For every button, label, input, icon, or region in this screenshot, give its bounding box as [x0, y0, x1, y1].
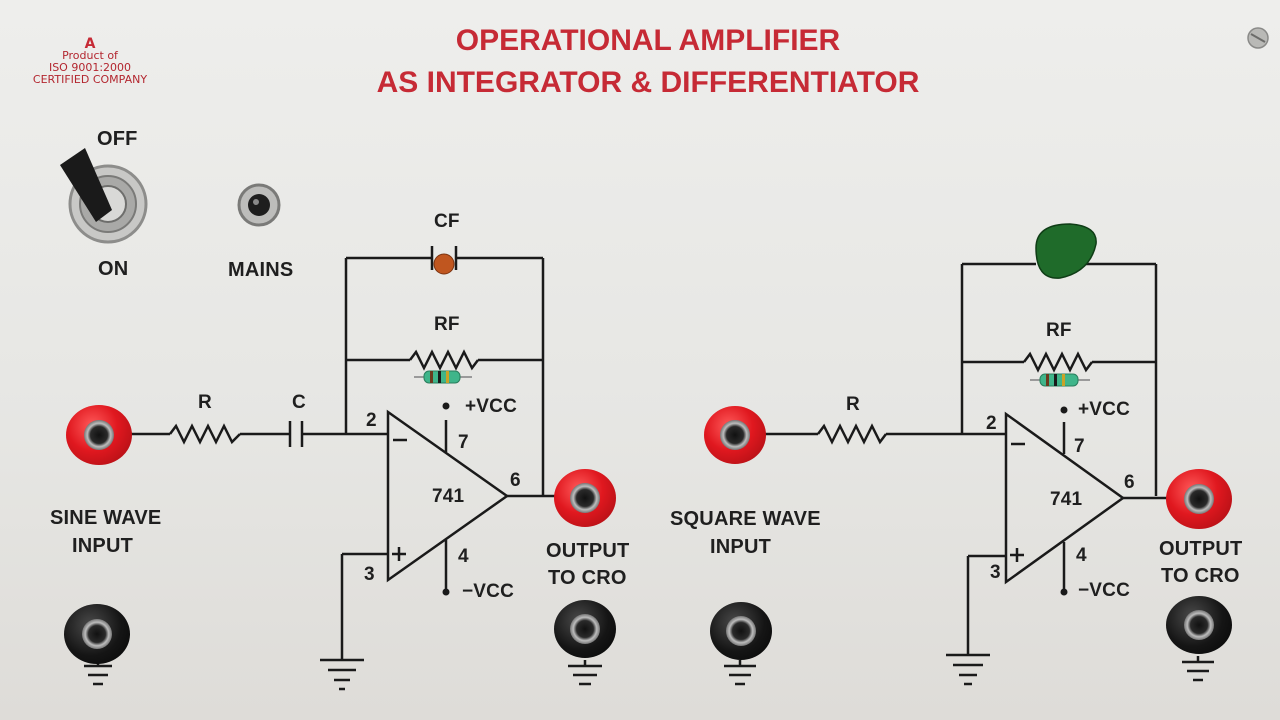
square-wave-input-jack[interactable]	[704, 406, 766, 464]
left-resistor-rf-symbol	[409, 349, 479, 371]
left-output-label-2: TO CRO	[548, 567, 627, 589]
right-vcc-positive: +VCC	[1078, 399, 1131, 420]
right-output-jack[interactable]	[1166, 469, 1232, 529]
left-output-jack[interactable]	[554, 469, 616, 527]
sine-wave-input-jack[interactable]	[66, 405, 132, 465]
logo-mark: A	[84, 36, 96, 52]
right-output-ground-jack[interactable]	[1166, 596, 1232, 654]
right-pin-3: 3	[990, 562, 1001, 583]
switch-on-label: ON	[98, 258, 129, 280]
left-pin-3: 3	[364, 564, 375, 585]
logo-line-3: CERTIFIED COMPANY	[32, 73, 148, 86]
switch-off-label: OFF	[97, 128, 138, 150]
left-opamp-label: 741	[432, 486, 465, 507]
left-cf-ceramic-capacitor	[433, 253, 455, 275]
sine-wave-input-label-2: INPUT	[72, 535, 133, 557]
mains-label: MAINS	[228, 259, 294, 281]
square-wave-input-label-1: SQUARE WAVE	[670, 508, 821, 530]
right-feedback-res-label: RF	[1046, 320, 1072, 341]
left-opamp-symbol	[386, 409, 510, 583]
right-output-label-1: OUTPUT	[1159, 538, 1243, 560]
panel-title-line-1: OPERATIONAL AMPLIFIER	[455, 24, 841, 57]
right-cf-green-capacitor	[1035, 223, 1097, 279]
left-resistor-label: R	[198, 392, 212, 413]
left-ground-jack[interactable]	[64, 604, 130, 664]
left-output-ground-jack[interactable]	[554, 600, 616, 658]
right-pin-6: 6	[1124, 472, 1135, 493]
right-input-ground-jack[interactable]	[710, 602, 772, 660]
logo-line-2: ISO 9001:2000	[48, 61, 132, 74]
left-resistor-r-symbol	[169, 423, 241, 445]
left-pin-4: 4	[458, 546, 469, 567]
left-output-label-1: OUTPUT	[546, 540, 630, 562]
right-output-label-2: TO CRO	[1161, 565, 1240, 587]
left-pin-7: 7	[458, 432, 469, 453]
left-pin-6: 6	[510, 470, 521, 491]
logo-line-1: Product of	[62, 49, 118, 62]
right-resistor-r-symbol	[817, 423, 887, 445]
left-feedback-cap-label: CF	[434, 211, 460, 232]
left-pin-2: 2	[366, 410, 377, 431]
toggle-switch-lever	[60, 148, 112, 222]
square-wave-input-label-2: INPUT	[710, 536, 771, 558]
right-pin-7: 7	[1074, 436, 1085, 457]
left-feedback-res-label: RF	[434, 314, 460, 335]
right-opamp-label: 741	[1050, 489, 1083, 510]
left-vcc-negative: −VCC	[462, 581, 515, 602]
right-pin-2: 2	[986, 413, 997, 434]
right-pin-4: 4	[1076, 545, 1087, 566]
left-vcc-positive: +VCC	[465, 396, 518, 417]
right-rf-resistor-component	[1030, 373, 1090, 387]
panel-title-line-2: AS INTEGRATOR & DIFFERENTIATOR	[376, 66, 920, 99]
right-opamp-symbol	[1004, 411, 1126, 585]
company-logo: A Product of ISO 9001:2000 CERTIFIED COM…	[30, 36, 150, 86]
right-resistor-rf-symbol	[1023, 351, 1093, 373]
right-vcc-negative: −VCC	[1078, 580, 1131, 601]
left-rf-resistor-component	[414, 370, 472, 384]
left-capacitor-label: C	[292, 392, 306, 413]
right-resistor-label: R	[846, 394, 860, 415]
sine-wave-input-label-1: SINE WAVE	[50, 507, 162, 529]
